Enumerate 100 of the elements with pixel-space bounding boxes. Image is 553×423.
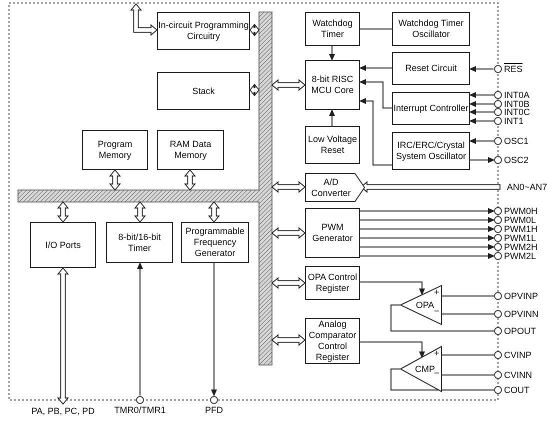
block-label: OPA	[416, 300, 434, 310]
pin-label: COUT	[504, 386, 530, 394]
bus-arrow	[57, 267, 69, 405]
bus-arrow	[208, 201, 220, 223]
block-box	[392, 12, 470, 46]
pin-label: PWM0H	[504, 206, 538, 216]
arrow	[329, 109, 335, 126]
block-box	[392, 52, 470, 85]
pin-label: OPVINN	[504, 310, 539, 318]
block-label: Stack	[192, 86, 215, 96]
pin-circle	[494, 91, 502, 99]
block-label: IRC/ERC/Crystal System Oscillator	[394, 140, 467, 162]
bus-arrow	[271, 79, 306, 91]
pin-circle	[494, 234, 502, 242]
pin-circle	[494, 137, 502, 145]
block-label: 8-bit/16-bit Timer	[117, 232, 162, 254]
pin-circle	[494, 310, 502, 318]
pin-circle	[494, 108, 502, 116]
arrow	[137, 262, 143, 396]
block-label: Watchdog Timer Oscillator	[397, 18, 465, 40]
pin-label: PWM1L	[504, 234, 536, 242]
arrow	[470, 157, 495, 163]
block-box	[82, 130, 148, 170]
pin-circle	[494, 117, 502, 125]
pin-label: OPOUT	[504, 326, 536, 336]
polarity-sign: +	[434, 288, 440, 297]
connector-line	[360, 28, 392, 30]
block-box	[157, 130, 224, 170]
block-box	[305, 266, 360, 300]
block-label: Watchdog Timer	[311, 18, 354, 40]
connector-line	[390, 304, 494, 332]
block-box	[157, 12, 250, 50]
pin-circle	[494, 100, 502, 108]
arrow	[469, 101, 494, 107]
block-label: In-circuit Programming Circuitry	[158, 20, 249, 42]
pin-circle	[210, 396, 218, 404]
pin-circle	[494, 351, 502, 359]
pin-label: INT0C	[504, 108, 530, 116]
pin-label: CVINP	[504, 350, 532, 360]
pin-circle	[494, 216, 502, 224]
pin-label: RES	[504, 64, 523, 74]
arrow	[360, 235, 495, 241]
pin-label: PA, PB, PC, PD	[31, 406, 95, 416]
bus-bar	[18, 12, 272, 366]
pin-circle	[494, 327, 502, 335]
pin-label: OSC1	[504, 136, 529, 146]
block-label: Program Memory	[96, 139, 134, 161]
pin-label: INT0B	[504, 100, 530, 108]
block-label: PWM Generator	[311, 222, 354, 244]
arrow	[469, 138, 494, 144]
arrow	[469, 66, 494, 72]
block-label: RAM Data Memory	[168, 139, 212, 161]
block-label: A/D Converter	[310, 176, 352, 198]
pin-label: PFD	[204, 406, 224, 415]
block-label: 8-bit RISC MCU Core	[310, 74, 355, 96]
pin-circle	[494, 292, 502, 300]
pin-label: PWM2L	[504, 252, 536, 260]
block-label: CMP	[415, 364, 435, 374]
bus-arrow	[134, 201, 146, 223]
block-label: Analog Comparator Control Register	[308, 319, 358, 363]
pin-circle	[494, 156, 502, 164]
block-box	[392, 132, 470, 170]
arrow	[469, 109, 494, 115]
pin-circle	[136, 396, 144, 404]
connector-line	[442, 354, 494, 356]
arrow	[359, 98, 392, 166]
bus-arrow	[249, 24, 260, 36]
arrow	[469, 92, 494, 98]
block-box	[392, 92, 470, 125]
bus-arrow	[271, 181, 306, 193]
pin-circle	[494, 65, 502, 73]
pin-label: AN0~AN7	[506, 182, 548, 192]
pin-circle	[494, 243, 502, 251]
block-box	[30, 222, 96, 268]
arrow	[360, 342, 425, 358]
arrow	[359, 65, 392, 71]
block-label: Programmable Frequency Generator	[184, 226, 246, 259]
bus-arrow	[249, 84, 260, 96]
bus-arrow	[130, 3, 158, 36]
comparator-symbol	[400, 346, 442, 392]
pin-label: OPVINP	[504, 292, 538, 300]
pin-label: INT0A	[504, 90, 530, 100]
pin-circle	[494, 252, 502, 260]
bus-arrow	[271, 334, 306, 346]
pin-label: PWM1H	[504, 224, 538, 234]
pin-circle	[494, 371, 502, 379]
block-label: OPA Control Register	[306, 272, 358, 294]
block-box	[305, 126, 360, 164]
block-label: Low Voltage Reset	[306, 134, 358, 156]
block-box	[305, 60, 360, 110]
block-box	[157, 72, 250, 110]
arrow	[469, 118, 494, 124]
bus-arrow	[184, 169, 196, 191]
pin-label: PWM0L	[504, 216, 536, 224]
pin-label: INT1	[504, 116, 524, 126]
bus-arrow	[57, 201, 69, 223]
pin-label: PWM2H	[504, 242, 538, 252]
block-box	[106, 222, 173, 263]
block-box	[305, 208, 360, 258]
block-box	[305, 12, 360, 46]
